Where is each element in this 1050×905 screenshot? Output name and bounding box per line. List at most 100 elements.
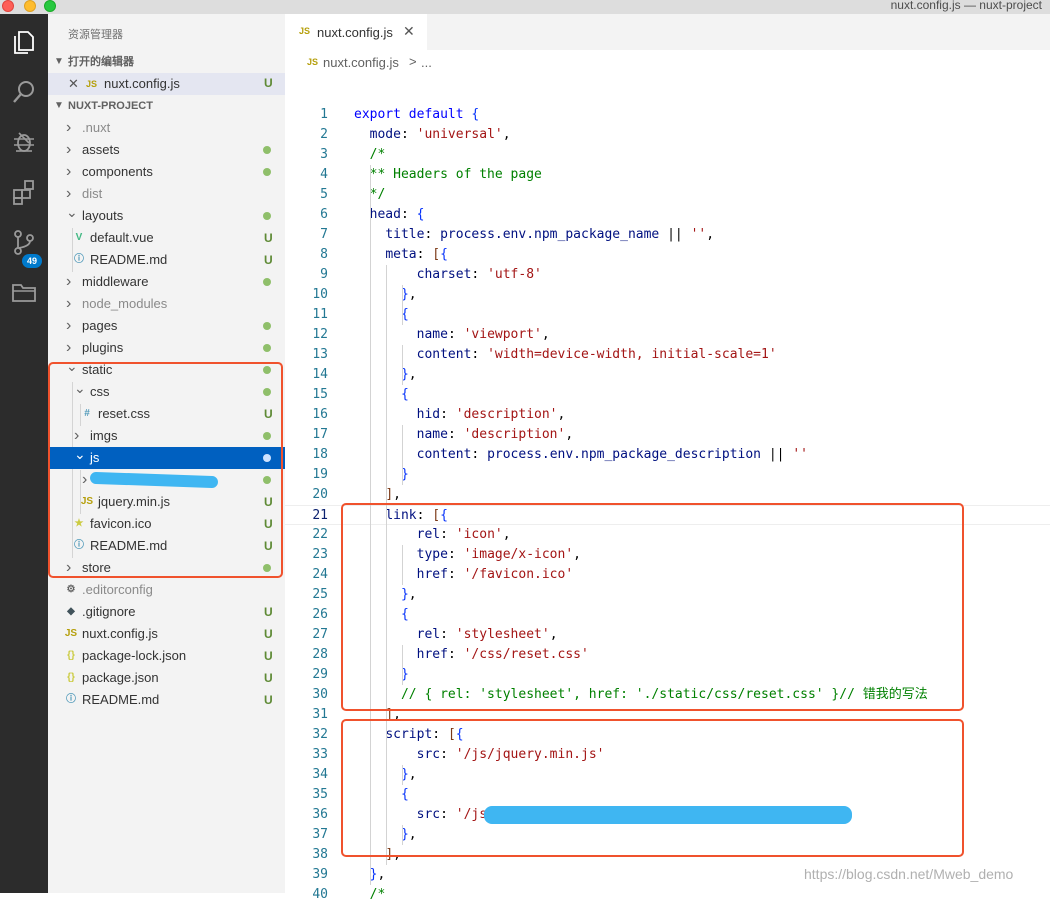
tree-item[interactable]: ›pages bbox=[48, 315, 285, 337]
chevron-right-icon[interactable]: › bbox=[66, 559, 72, 576]
code-line[interactable]: 31 ], bbox=[285, 705, 1050, 725]
tree-item[interactable]: ›store bbox=[48, 557, 285, 579]
code-line[interactable]: 32 script: [{ bbox=[285, 725, 1050, 745]
tree-item[interactable]: ›middleware bbox=[48, 271, 285, 293]
code-line[interactable]: 24 href: '/favicon.ico' bbox=[285, 565, 1050, 585]
tree-item[interactable]: ›plugins bbox=[48, 337, 285, 359]
chevron-right-icon[interactable]: › bbox=[66, 141, 72, 158]
chevron-right-icon[interactable]: › bbox=[66, 339, 72, 356]
code-line[interactable]: 25 }, bbox=[285, 585, 1050, 605]
tree-item[interactable]: ›imgs bbox=[48, 425, 285, 447]
tree-item[interactable]: ›assets bbox=[48, 139, 285, 161]
tree-item[interactable]: ⚙.editorconfig bbox=[48, 579, 285, 601]
code-line[interactable]: 21 link: [{ bbox=[285, 505, 1050, 525]
chevron-right-icon[interactable]: › bbox=[66, 163, 72, 180]
code-line[interactable]: 38 ], bbox=[285, 845, 1050, 865]
code-line[interactable]: 12 name: 'viewport', bbox=[285, 325, 1050, 345]
chevron-down-icon[interactable]: ⌄ bbox=[66, 204, 78, 220]
code-line[interactable]: 3 /* bbox=[285, 145, 1050, 165]
close-window-button[interactable] bbox=[2, 0, 14, 12]
chevron-down-icon[interactable]: ⌄ bbox=[74, 380, 86, 396]
breadcrumb-file[interactable]: nuxt.config.js bbox=[323, 55, 399, 70]
maximize-window-button[interactable] bbox=[44, 0, 56, 12]
code-line[interactable]: 27 rel: 'stylesheet', bbox=[285, 625, 1050, 645]
close-icon[interactable]: ✕ bbox=[403, 23, 415, 39]
folder-icon[interactable] bbox=[10, 278, 38, 306]
files-icon[interactable] bbox=[10, 28, 38, 56]
tree-item[interactable]: ›.nuxt bbox=[48, 117, 285, 139]
breadcrumb-more[interactable]: ... bbox=[421, 55, 432, 70]
tree-item[interactable]: › bbox=[48, 469, 285, 491]
extensions-icon[interactable] bbox=[10, 178, 38, 206]
code-line[interactable]: 20 ], bbox=[285, 485, 1050, 505]
tab-nuxt-config[interactable]: JS nuxt.config.js ✕ bbox=[285, 14, 427, 50]
code-line[interactable]: 26 { bbox=[285, 605, 1050, 625]
code-line[interactable]: 37 }, bbox=[285, 825, 1050, 845]
minimize-window-button[interactable] bbox=[24, 0, 36, 12]
code-line[interactable]: 35 { bbox=[285, 785, 1050, 805]
code-line[interactable]: 30 // { rel: 'stylesheet', href: './stat… bbox=[285, 685, 1050, 705]
tree-item[interactable]: ›components bbox=[48, 161, 285, 183]
tree-item[interactable]: ›node_modules bbox=[48, 293, 285, 315]
code-line[interactable]: 36 src: '/js bbox=[285, 805, 1050, 825]
code-line[interactable]: 5 */ bbox=[285, 185, 1050, 205]
code-line[interactable]: 28 href: '/css/reset.css' bbox=[285, 645, 1050, 665]
tree-item[interactable]: ⌄css bbox=[48, 380, 285, 403]
code-line[interactable]: 10 }, bbox=[285, 285, 1050, 305]
tree-item[interactable]: ›dist bbox=[48, 183, 285, 205]
tree-item[interactable]: ⌄js bbox=[48, 446, 285, 469]
code-line[interactable]: 18 content: process.env.npm_package_desc… bbox=[285, 445, 1050, 465]
code-line[interactable]: 13 content: 'width=device-width, initial… bbox=[285, 345, 1050, 365]
code-line[interactable]: 14 }, bbox=[285, 365, 1050, 385]
code-line[interactable]: 39 }, bbox=[285, 865, 1050, 885]
code-line[interactable]: 9 charset: 'utf-8' bbox=[285, 265, 1050, 285]
chevron-down-icon[interactable]: ⌄ bbox=[66, 358, 78, 374]
tree-item[interactable]: ⌄static bbox=[48, 358, 285, 381]
code-line[interactable]: 7 title: process.env.npm_package_name ||… bbox=[285, 225, 1050, 245]
chevron-right-icon[interactable]: › bbox=[74, 427, 80, 444]
open-editor-item[interactable]: ✕ JS nuxt.config.js U bbox=[48, 73, 285, 95]
chevron-right-icon[interactable]: › bbox=[66, 273, 72, 290]
code-line[interactable]: 22 rel: 'icon', bbox=[285, 525, 1050, 545]
code-line[interactable]: 29 } bbox=[285, 665, 1050, 685]
code-line[interactable]: 40 /* bbox=[285, 885, 1050, 905]
code-line[interactable]: 19 } bbox=[285, 465, 1050, 485]
debug-icon[interactable] bbox=[10, 128, 38, 156]
chevron-right-icon[interactable]: › bbox=[66, 295, 72, 312]
code-line[interactable]: 4 ** Headers of the page bbox=[285, 165, 1050, 185]
source-control-icon[interactable] bbox=[10, 228, 38, 256]
code-line[interactable]: 2 mode: 'universal', bbox=[285, 125, 1050, 145]
tree-item[interactable]: ⌄layouts bbox=[48, 204, 285, 227]
code-line[interactable]: 16 hid: 'description', bbox=[285, 405, 1050, 425]
chevron-right-icon[interactable]: › bbox=[66, 185, 72, 202]
code-line[interactable]: 33 src: '/js/jquery.min.js' bbox=[285, 745, 1050, 765]
code-line[interactable]: 15 { bbox=[285, 385, 1050, 405]
code-line[interactable]: 34 }, bbox=[285, 765, 1050, 785]
code-line[interactable]: 17 name: 'description', bbox=[285, 425, 1050, 445]
code-line[interactable]: 8 meta: [{ bbox=[285, 245, 1050, 265]
chevron-right-icon[interactable]: › bbox=[66, 119, 72, 136]
chevron-right-icon[interactable]: › bbox=[82, 471, 88, 488]
code-line[interactable]: 6 head: { bbox=[285, 205, 1050, 225]
open-editors-header[interactable]: ▼ 打开的编辑器 bbox=[48, 51, 285, 73]
code-line[interactable]: 23 type: 'image/x-icon', bbox=[285, 545, 1050, 565]
search-icon[interactable] bbox=[10, 78, 38, 106]
file-type-icon: V bbox=[75, 232, 83, 243]
chevron-right-icon[interactable]: › bbox=[66, 317, 72, 334]
project-header[interactable]: ▼ NUXT-PROJECT bbox=[48, 95, 285, 117]
chevron-down-icon[interactable]: ⌄ bbox=[74, 446, 86, 462]
code-line[interactable]: 11 { bbox=[285, 305, 1050, 325]
close-icon[interactable]: ✕ bbox=[68, 76, 79, 91]
